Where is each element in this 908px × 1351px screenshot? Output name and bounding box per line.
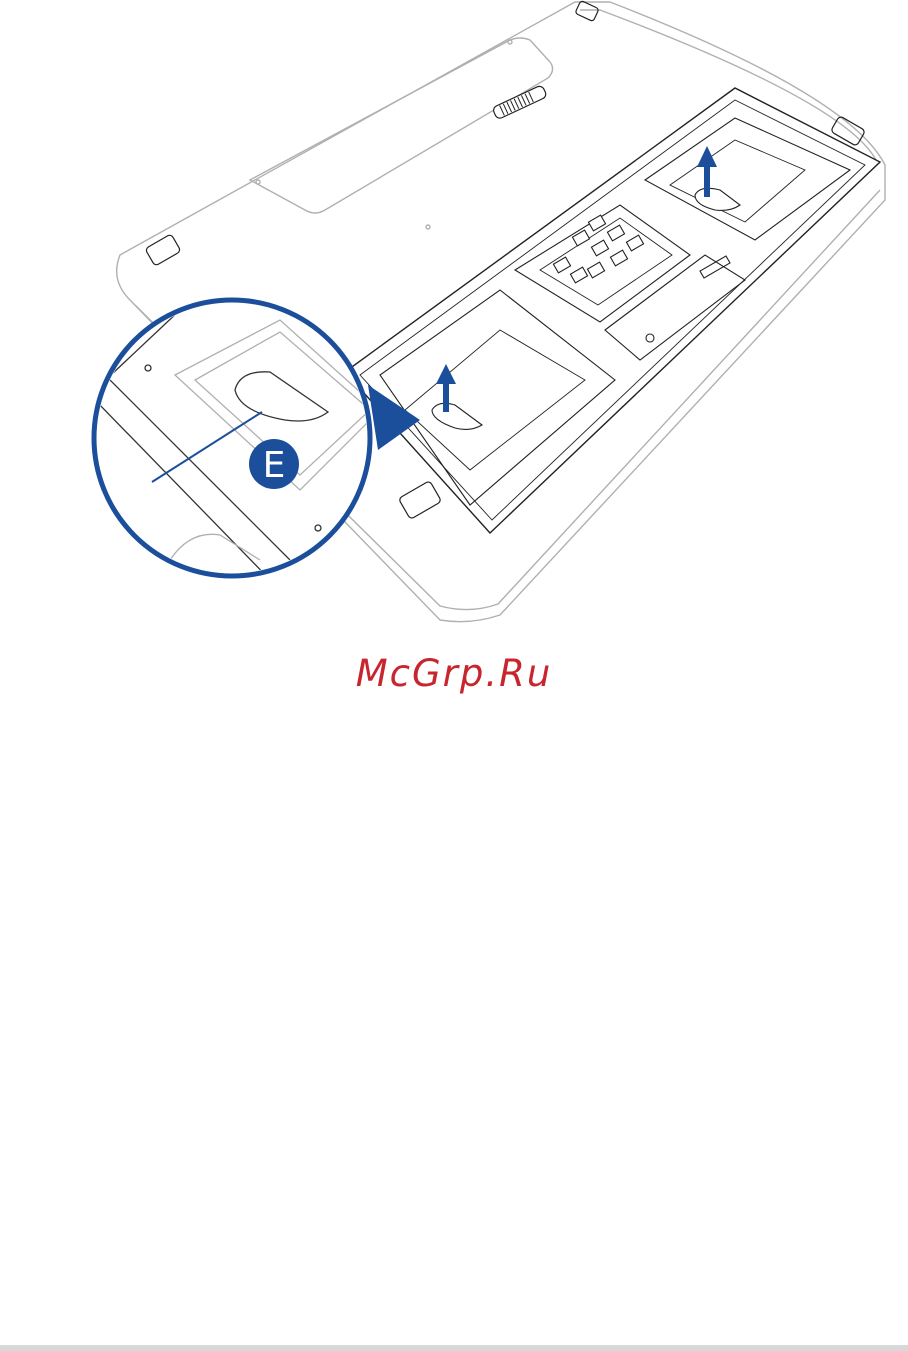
pull-tab-primary: [432, 403, 482, 429]
battery-latch: [492, 85, 547, 120]
laptop-bottom-diagram: E: [0, 0, 908, 640]
callout-label: E: [263, 445, 286, 486]
hdd-bay-primary: [380, 290, 615, 505]
watermark-text: McGrp.Ru: [0, 652, 908, 695]
footer-rule: [0, 1345, 908, 1351]
pull-tab-secondary: [695, 188, 740, 210]
callout-e-badge: E: [249, 439, 299, 489]
hdd-bay-secondary: [645, 118, 850, 240]
zoom-callout-circle: [94, 300, 380, 590]
wireless-card-bay: [605, 255, 745, 360]
battery-compartment: [250, 38, 553, 229]
component-bay: [345, 88, 880, 533]
